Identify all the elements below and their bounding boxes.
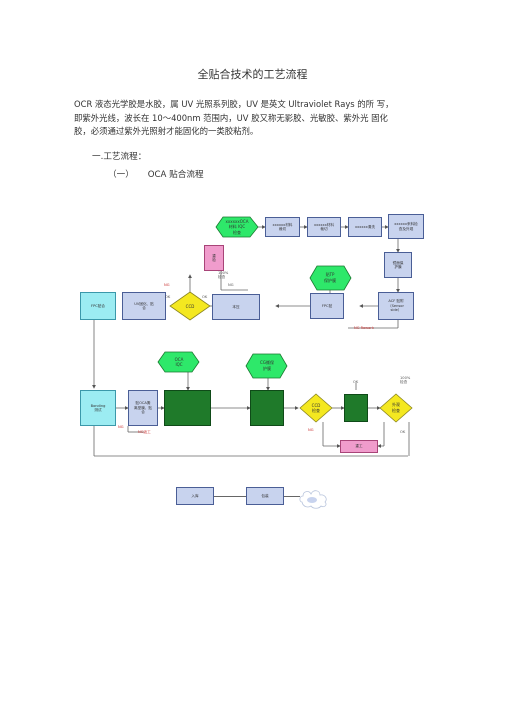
node-dark-process-3: [344, 394, 368, 422]
label-ok-pass: OK: [353, 380, 359, 384]
subsection-number: （一）: [108, 170, 134, 180]
flow-connectors: [92, 216, 413, 457]
label-ok: OK: [165, 295, 171, 299]
intro-paragraph: OCR 液态光学胶是水胶，属 UV 光照系列胶，UV 是英文 Ultraviol…: [74, 98, 434, 139]
node-dark-process-1: [164, 390, 211, 426]
connector-ship-pack: [214, 496, 246, 497]
subsection-heading: （一） OCA 贴合流程: [108, 168, 204, 180]
oca-iqc-hex-shape: [215, 216, 259, 238]
cloud-icon: [299, 490, 327, 509]
para-line-3: 胶，必须通过紫外光照射才能固化的一类胶粘剂。: [74, 126, 259, 137]
label-ok-right: OK: [400, 430, 406, 434]
node-rework: 重工: [340, 440, 378, 453]
node-pack: 包装: [246, 487, 284, 505]
node-oca-peel: 贴OCA撕离型膜、贴合: [128, 390, 158, 426]
page-title: 全贴合技术的工艺流程: [197, 68, 308, 81]
node-lens-protect: 镜面保护膜: [384, 252, 412, 278]
connector-pack-end: [284, 496, 300, 497]
ccd-diamond-shape: [169, 291, 211, 321]
node-incoming-check: xxxxxx来料检查及外观: [388, 214, 424, 239]
node-fpc: FPC贴合: [80, 292, 116, 320]
label-ng-main: NG: [118, 425, 124, 429]
ccd-check-diamond-shape: [299, 393, 333, 423]
node-ccd: CCD: [185, 303, 195, 309]
uv-hex-shape: [309, 265, 352, 291]
node-ship: 入库: [176, 487, 214, 505]
label-pass-1: 100%检查: [218, 271, 229, 279]
label-ng-scrap: NG返工: [138, 430, 151, 434]
oca-iqc2-hex-shape: [157, 351, 200, 373]
label-pass-2: 100%检查: [400, 376, 411, 384]
section-heading: 一.工艺流程：: [92, 152, 147, 162]
node-cut-2: xxxxxx材料裁切: [307, 217, 341, 237]
node-uv-press: UV固化、贴合: [122, 292, 166, 320]
label-ng: NG: [164, 283, 170, 287]
node-clean: xxxxxx清洗: [348, 217, 382, 237]
para-line-1: OCR 液态光学胶是水胶，属 UV 光照系列胶，UV 是英文 Ultraviol…: [74, 99, 394, 109]
label-ng-right: NG: [308, 428, 314, 432]
node-cut-1: xxxxxx材料裁切: [265, 217, 300, 237]
node-inspect: 重检: [204, 245, 224, 271]
node-fpc-attach: FPC贴: [310, 293, 344, 319]
label-ng-rework: NG Rework: [354, 326, 374, 330]
appearance-diamond-shape: [379, 393, 413, 423]
cg-hex-shape: [245, 353, 288, 379]
label-ng-side: NG: [228, 283, 234, 287]
node-dark-process-2: [250, 390, 284, 426]
para-line-2: 即紫外光线，波长在 10～400nm 范围内，UV 胶又称无影胶、光敏胶、紫外光…: [74, 112, 388, 123]
node-appearance: 外观检查: [392, 402, 400, 413]
node-cg-protect: CG撕保护膜: [260, 360, 274, 371]
node-laminate: 本压: [212, 294, 260, 320]
subsection-label: OCA 贴合流程: [147, 170, 204, 180]
label-ok-side: OK: [202, 295, 208, 299]
